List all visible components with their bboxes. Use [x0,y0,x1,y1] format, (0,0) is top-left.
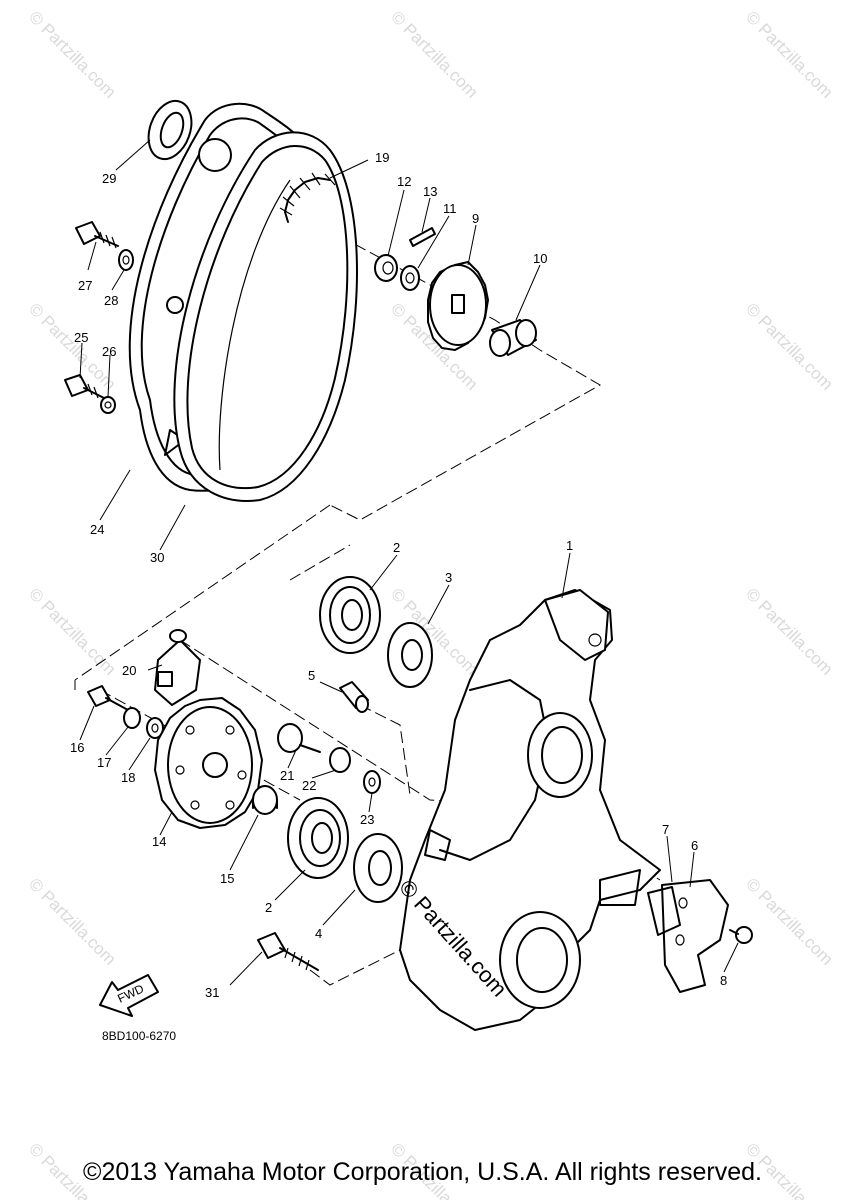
callout-24: 24 [90,522,104,537]
watermark: © Partzilla.com [25,584,119,678]
watermark: © Partzilla.com [742,7,836,101]
bolt-27 [75,221,119,249]
leader-lines [79,139,739,986]
callout-6: 6 [691,838,698,853]
washer-28 [118,249,134,271]
callout-14: 14 [152,834,166,849]
cotter-pin-13 [409,227,436,247]
collar-15 [252,785,278,815]
collar-10 [489,319,537,357]
callout-18: 18 [121,770,135,785]
washer-26 [100,396,116,414]
callout-23: 23 [360,812,374,827]
callout-12: 12 [397,174,411,189]
callout-17: 17 [97,755,111,770]
watermark: © Partzilla.com [25,874,119,968]
callout-15: 15 [220,871,234,886]
callout-1: 1 [566,538,573,553]
nut-22 [329,747,351,773]
callout-10: 10 [533,251,547,266]
bolt-21 [277,723,321,753]
watermark: © Partzilla.com [742,584,836,678]
chain-case [399,589,661,1031]
callout-29: 29 [102,171,116,186]
callout-31: 31 [205,985,219,1000]
plug-5 [339,681,369,713]
watermark: © Partzilla.com [25,7,119,101]
callout-2: 2 [393,540,400,555]
callout-8: 8 [720,973,727,988]
callout-11: 11 [443,201,457,216]
callout-30: 30 [150,550,164,565]
callout-22: 22 [302,778,316,793]
bearing-2-upper [319,576,381,654]
sprocket-14 [154,697,263,829]
callout-20: 20 [122,663,136,678]
bolt-8 [729,926,753,944]
cover-plate-6 [661,879,729,993]
gasket [173,131,358,502]
nut-12 [374,254,398,282]
callout-3: 3 [445,570,452,585]
bolt-25 [64,374,105,399]
callout-27: 27 [78,278,92,293]
watermark: © Partzilla.com [742,299,836,393]
bolt-16 [87,685,129,711]
bearing-2-lower [287,797,349,879]
forward-arrow-icon: FWD [99,974,159,1017]
callout-5: 5 [308,668,315,683]
callout-13: 13 [423,184,437,199]
tensioner-20 [154,629,201,706]
watermark: © Partzilla.com [742,874,836,968]
oil-seal [147,99,193,161]
callout-4: 4 [315,926,322,941]
oil-seal-4 [353,833,403,903]
oil-seal-3 [387,622,433,688]
callout-21: 21 [280,768,294,783]
washer-17 [123,707,141,729]
sprocket-9 [427,261,489,351]
callout-26: 26 [102,344,116,359]
callout-25: 25 [74,330,88,345]
callout-16: 16 [70,740,84,755]
chain [279,172,336,223]
diagram-code: 8BD100-6270 [102,1029,176,1043]
gasket-7 [647,886,681,936]
callout-2-lower: 2 [265,900,272,915]
washer-11 [400,265,420,291]
callout-28: 28 [104,293,118,308]
copyright-notice: ©2013 Yamaha Motor Corporation, U.S.A. A… [83,1158,762,1186]
callout-19: 19 [375,150,389,165]
callout-9: 9 [472,211,479,226]
watermark: © Partzilla.com [387,7,481,101]
washer-18 [146,717,164,739]
washer-23 [363,770,381,794]
callout-numbers: 1 2 3 5 6 7 8 9 10 11 12 13 14 15 16 17 … [70,150,727,1000]
callout-7: 7 [662,822,669,837]
bolt-31 [257,932,319,971]
